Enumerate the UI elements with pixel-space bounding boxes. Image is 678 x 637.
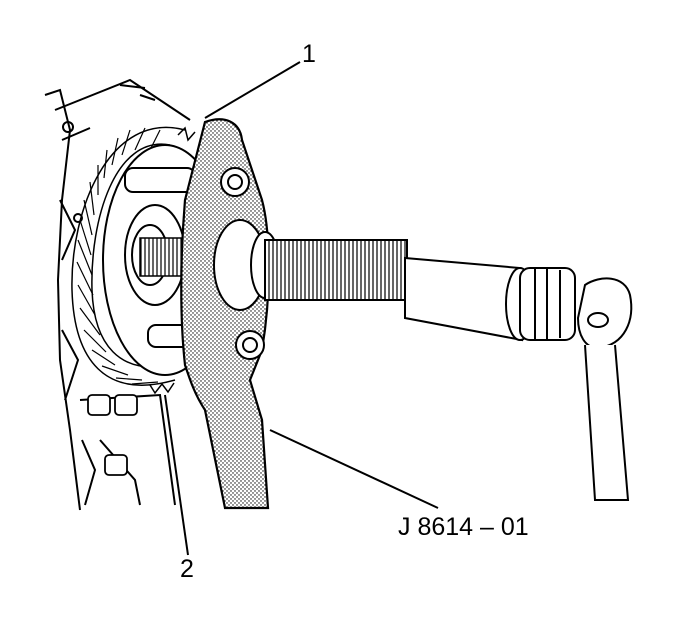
callout-label-2: 2 <box>180 555 194 583</box>
case-bolts <box>87 394 138 476</box>
forcing-screw-handle <box>404 256 576 342</box>
callout-label-1: 1 <box>302 40 316 68</box>
transmission-case <box>44 78 191 511</box>
tool-number-label: J 8614 – 01 <box>398 513 529 541</box>
swivel-bar <box>576 277 633 501</box>
puller-plate <box>180 118 270 510</box>
ring-gear <box>71 126 196 395</box>
forcing-screw <box>264 239 408 301</box>
leader-lines <box>164 61 439 556</box>
puller-bolts <box>220 167 265 360</box>
